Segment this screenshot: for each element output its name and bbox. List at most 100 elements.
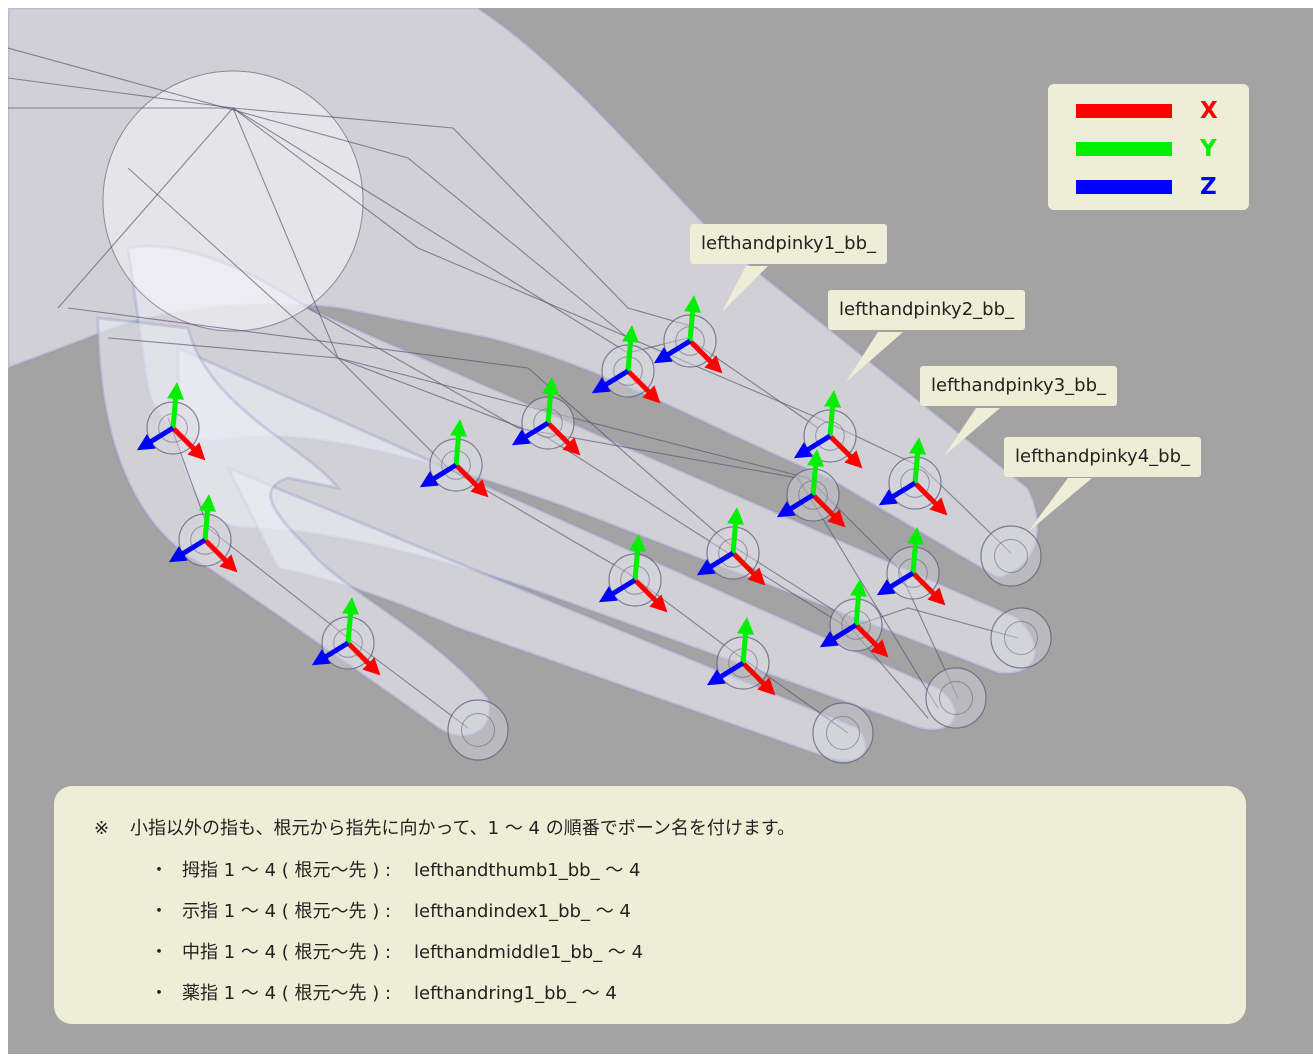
bone-wire (307, 307, 939, 709)
z-axis-arrow (653, 338, 692, 364)
y-axis-arrow (342, 597, 360, 644)
hand-mesh (8, 8, 1040, 763)
joint-inner-ring (826, 716, 860, 750)
bone-wire (57, 106, 1019, 639)
note-item-label: 示指 1 ～ 4 ( 根元～先 ) : (182, 901, 392, 922)
joint-inner-ring (461, 713, 495, 747)
x-axis-arrow (911, 571, 946, 606)
z-axis-arrow (591, 368, 630, 394)
axis-legend: X Y Z (1048, 84, 1249, 210)
callout-pinky1: lefthandpinky1_bb_ (690, 224, 887, 264)
joint-sphere (812, 702, 874, 764)
y-axis-arrow (824, 390, 842, 437)
x-axis-arrow (546, 421, 581, 456)
y-axis-arrow (622, 325, 640, 372)
z-axis-arrow (776, 492, 815, 518)
bone-wire (167, 417, 469, 729)
note-item-value: lefthandmiddle1_bb_ ～ 4 (414, 942, 644, 963)
bone-joint (136, 382, 206, 461)
x-axis-arrow (171, 426, 206, 461)
y-axis-arrow (737, 617, 755, 664)
callout-tails (722, 266, 1092, 532)
joint-sphere (990, 607, 1052, 669)
note-text: 小指以外の指も、根元から指先に向かって、1 ～ 4 の順番でボーン名を付けます。 (130, 818, 796, 839)
bone-wire (107, 337, 849, 734)
joint-inner-ring (939, 681, 973, 715)
x-axis-arrow (633, 578, 668, 613)
bone-wire (8, 77, 699, 329)
y-axis-arrow (167, 382, 185, 429)
joint-sphere (447, 699, 509, 761)
bone-joint (598, 534, 668, 613)
callout-tail (1028, 478, 1092, 532)
legend-row-z: Z (1076, 172, 1246, 202)
bone-joint (696, 507, 766, 586)
bone-joint (812, 702, 874, 764)
x-axis-arrow (811, 493, 846, 528)
z-axis-arrow (876, 570, 915, 596)
z-axis-arrow (706, 660, 745, 686)
x-axis-arrow (626, 369, 661, 404)
x-axis-arrow (454, 463, 489, 498)
z-axis-arrow (511, 420, 550, 446)
hand-skeleton-scene (8, 8, 1092, 764)
note-bullet: ・ (150, 901, 168, 922)
wrist-sphere (102, 70, 364, 332)
bone-joints (136, 295, 1052, 764)
bone-joint (591, 325, 661, 404)
y-axis-arrow (542, 377, 560, 424)
x-axis-arrow (731, 551, 766, 586)
bone-wire (127, 167, 959, 699)
legend-label-y: Y (1200, 136, 1217, 162)
z-axis-arrow (819, 622, 858, 648)
y-axis-arrow (907, 527, 925, 574)
bone-joint (653, 295, 723, 374)
joint-sphere (980, 525, 1042, 587)
y-axis-arrow (909, 437, 927, 484)
legend-swatch-y (1076, 142, 1172, 156)
bone-wire (8, 47, 629, 339)
callout-pinky2: lefthandpinky2_bb_ (828, 290, 1025, 330)
z-axis-arrow (136, 425, 175, 451)
legend-swatch-x (1076, 104, 1172, 118)
x-axis-arrow (854, 623, 889, 658)
bone-wire (8, 107, 1012, 554)
note-item-value: lefthandindex1_bb_ ～ 4 (414, 901, 631, 922)
joint-inner-ring (994, 539, 1028, 573)
z-axis-arrow (696, 550, 735, 576)
3d-viewport: X Y Z lefthandpinky1_bb_ lefthandpinky2_… (8, 8, 1313, 1054)
y-axis-arrow (629, 534, 647, 581)
y-axis-arrow (450, 419, 468, 466)
y-axis-arrow (850, 579, 868, 626)
legend-row-y: Y (1076, 134, 1246, 164)
z-axis-arrow (878, 480, 917, 506)
legend-label-z: Z (1200, 174, 1217, 200)
x-axis-arrow (203, 538, 238, 573)
bone-joint (776, 449, 846, 528)
bone-wire (232, 107, 819, 429)
note-item-value: lefthandring1_bb_ ～ 4 (414, 983, 617, 1004)
callout-tail (944, 408, 1000, 456)
note-bullet: ・ (150, 942, 168, 963)
x-axis-arrow (741, 661, 776, 696)
note-item-label: 拇指 1 ～ 4 ( 根元～先 ) : (182, 860, 392, 881)
joint-inner-ring (1004, 621, 1038, 655)
callout-tail (846, 332, 903, 382)
callout-pinky4: lefthandpinky4_bb_ (1004, 437, 1201, 477)
bone-joint (876, 527, 946, 606)
note-item-value: lefthandthumb1_bb_ ～ 4 (414, 860, 641, 881)
note-item-index: ・示指 1 ～ 4 ( 根元～先 ) : lefthandindex1_bb_ ～… (150, 897, 631, 923)
bone-joint (990, 607, 1052, 669)
callout-tail (722, 266, 768, 312)
legend-swatch-z (1076, 180, 1172, 194)
callout-pinky3: lefthandpinky3_bb_ (920, 366, 1117, 406)
bone-joint (925, 667, 987, 729)
x-axis-arrow (913, 481, 948, 516)
bone-joint (878, 437, 948, 516)
note-item-ring: ・薬指 1 ～ 4 ( 根元～先 ) :lefthandring1_bb_ ～ … (150, 979, 617, 1005)
y-axis-arrow (727, 507, 745, 554)
note-item-thumb: ・拇指 1 ～ 4 ( 根元～先 ) :lefthandthumb1_bb_ ～… (150, 856, 640, 882)
bone-joint (311, 597, 381, 676)
note-box: ※小指以外の指も、根元から指先に向かって、1 ～ 4 の順番でボーン名を付けます… (54, 786, 1246, 1024)
y-axis-arrow (684, 295, 702, 342)
